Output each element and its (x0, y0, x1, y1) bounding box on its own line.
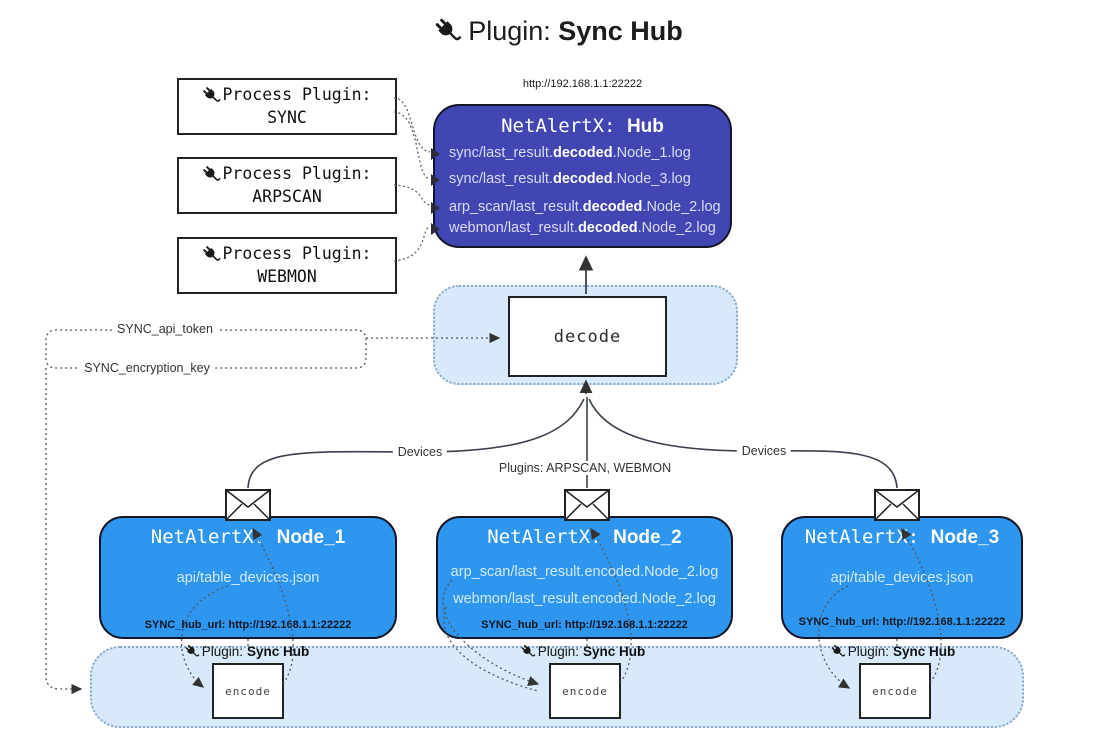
process-plugin-title: Process Plugin: (222, 164, 372, 184)
node-title: NetAlertX: Node_1 (101, 526, 395, 549)
log-bold: decoded (577, 220, 638, 236)
encode-plugin-label: Plugin:Sync Hub (185, 644, 310, 659)
log-bold: decoded (552, 171, 613, 187)
plug-icon (202, 86, 221, 105)
hub-app: NetAlertX: (501, 115, 627, 137)
hub-name: Hub (626, 116, 664, 137)
node-file: api/table_devices.json (830, 570, 974, 586)
node-name: Node_2 (613, 527, 682, 548)
arrow-right-icon (431, 223, 440, 235)
plug-icon (831, 644, 846, 659)
encode-box: encode (212, 663, 284, 719)
node-app: NetAlertX: (487, 526, 614, 548)
page-title: Plugin: Sync Hub (0, 16, 1117, 47)
node-1-box: NetAlertX: Node_1 api/table_devices.json… (99, 516, 397, 639)
encode-plugin-label: Plugin:Sync Hub (521, 644, 646, 659)
encode-plugin-label: Plugin:Sync Hub (831, 644, 956, 659)
node-name: Node_3 (930, 527, 1000, 548)
process-plugin-name: WEBMON (257, 266, 317, 286)
encode-box: encode (549, 663, 621, 719)
hub-log-row: sync/last_result.decoded.Node_3.log (431, 171, 691, 189)
sync-encryption-key-label: SYNC_encryption_key (79, 361, 215, 375)
node-file: api/table_devices.json (176, 570, 320, 586)
process-plugin-title: Process Plugin: (222, 85, 372, 105)
process-plugin-title: Process Plugin: (222, 244, 372, 264)
arrow-right-icon (431, 148, 440, 160)
plug-icon (185, 644, 200, 659)
encode-label-text: Plugin: (847, 644, 890, 659)
title-label: Plugin: (468, 16, 551, 46)
node-app: NetAlertX: (150, 526, 277, 548)
hub-log-row: arp_scan/last_result.decoded.Node_2.log (431, 199, 721, 217)
log-text: webmon/last_result. (449, 220, 578, 236)
process-plugin-name: SYNC (267, 107, 307, 127)
devices-left-label: Devices (392, 445, 448, 459)
devices-right-label: Devices (736, 444, 792, 458)
decode-box: decode (508, 296, 667, 377)
log-text: arp_scan/last_result. (449, 199, 583, 215)
plug-icon (434, 17, 462, 45)
node-hub-url: SYNC_hub_url: http://192.168.1.1:22222 (144, 619, 352, 631)
node-hub-url: SYNC_hub_url: http://192.168.1.1:22222 (481, 619, 688, 631)
node-hub-url: SYNC_hub_url: http://192.168.1.1:22222 (798, 616, 1006, 628)
title-name: Sync Hub (558, 16, 683, 46)
node-title: NetAlertX: Node_2 (438, 526, 731, 549)
plugin-to-hub-links (393, 97, 431, 262)
process-plugin-name: ARPSCAN (252, 186, 322, 206)
process-plugin-webmon: Process Plugin: WEBMON (177, 237, 397, 294)
plug-icon (202, 245, 221, 264)
hub-title: NetAlertX: Hub (435, 115, 730, 138)
arrow-right-icon (431, 202, 440, 214)
log-text: sync/last_result. (449, 171, 553, 187)
log-text: .Node_2.log (637, 220, 716, 236)
log-text: .Node_2.log (642, 199, 721, 215)
log-bold: decoded (582, 199, 643, 215)
encode-label-name: Sync Hub (893, 644, 956, 659)
log-text: .Node_1.log (612, 145, 691, 161)
node-name: Node_1 (276, 527, 346, 548)
node-3-box: NetAlertX: Node_3 api/table_devices.json… (781, 516, 1023, 639)
encode-label-text: Plugin: (201, 644, 244, 659)
hub-box: NetAlertX: Hub sync/last_result.decoded.… (431, 104, 732, 248)
encode-label-name: Sync Hub (247, 644, 310, 659)
node-app: NetAlertX: (804, 526, 931, 548)
plugins-label: Plugins: ARPSCAN, WEBMON (493, 461, 677, 475)
hub-log-row: sync/last_result.decoded.Node_1.log (431, 145, 691, 163)
process-plugin-arpscan: Process Plugin: ARPSCAN (177, 157, 397, 214)
log-text: sync/last_result. (449, 145, 553, 161)
log-bold: decoded (552, 145, 613, 161)
log-text: .Node_3.log (612, 171, 691, 187)
node-2-box: NetAlertX: Node_2 arp_scan/last_result.e… (436, 516, 733, 639)
node-file: webmon/last_result.encoded.Node_2.log (453, 591, 716, 607)
encode-label-name: Sync Hub (583, 644, 646, 659)
plug-icon (521, 644, 536, 659)
node-file: arp_scan/last_result.encoded.Node_2.log (450, 564, 719, 580)
arrow-right-icon (431, 174, 440, 186)
hub-url-label: http://192.168.1.1:22222 (522, 78, 643, 90)
sync-api-token-label: SYNC_api_token (112, 322, 218, 336)
encode-label-text: Plugin: (537, 644, 580, 659)
hub-log-row: webmon/last_result.decoded.Node_2.log (431, 220, 716, 238)
plug-icon (202, 165, 221, 184)
process-plugin-sync: Process Plugin: SYNC (177, 78, 397, 135)
encode-box: encode (859, 663, 931, 719)
node-title: NetAlertX: Node_3 (783, 526, 1021, 549)
